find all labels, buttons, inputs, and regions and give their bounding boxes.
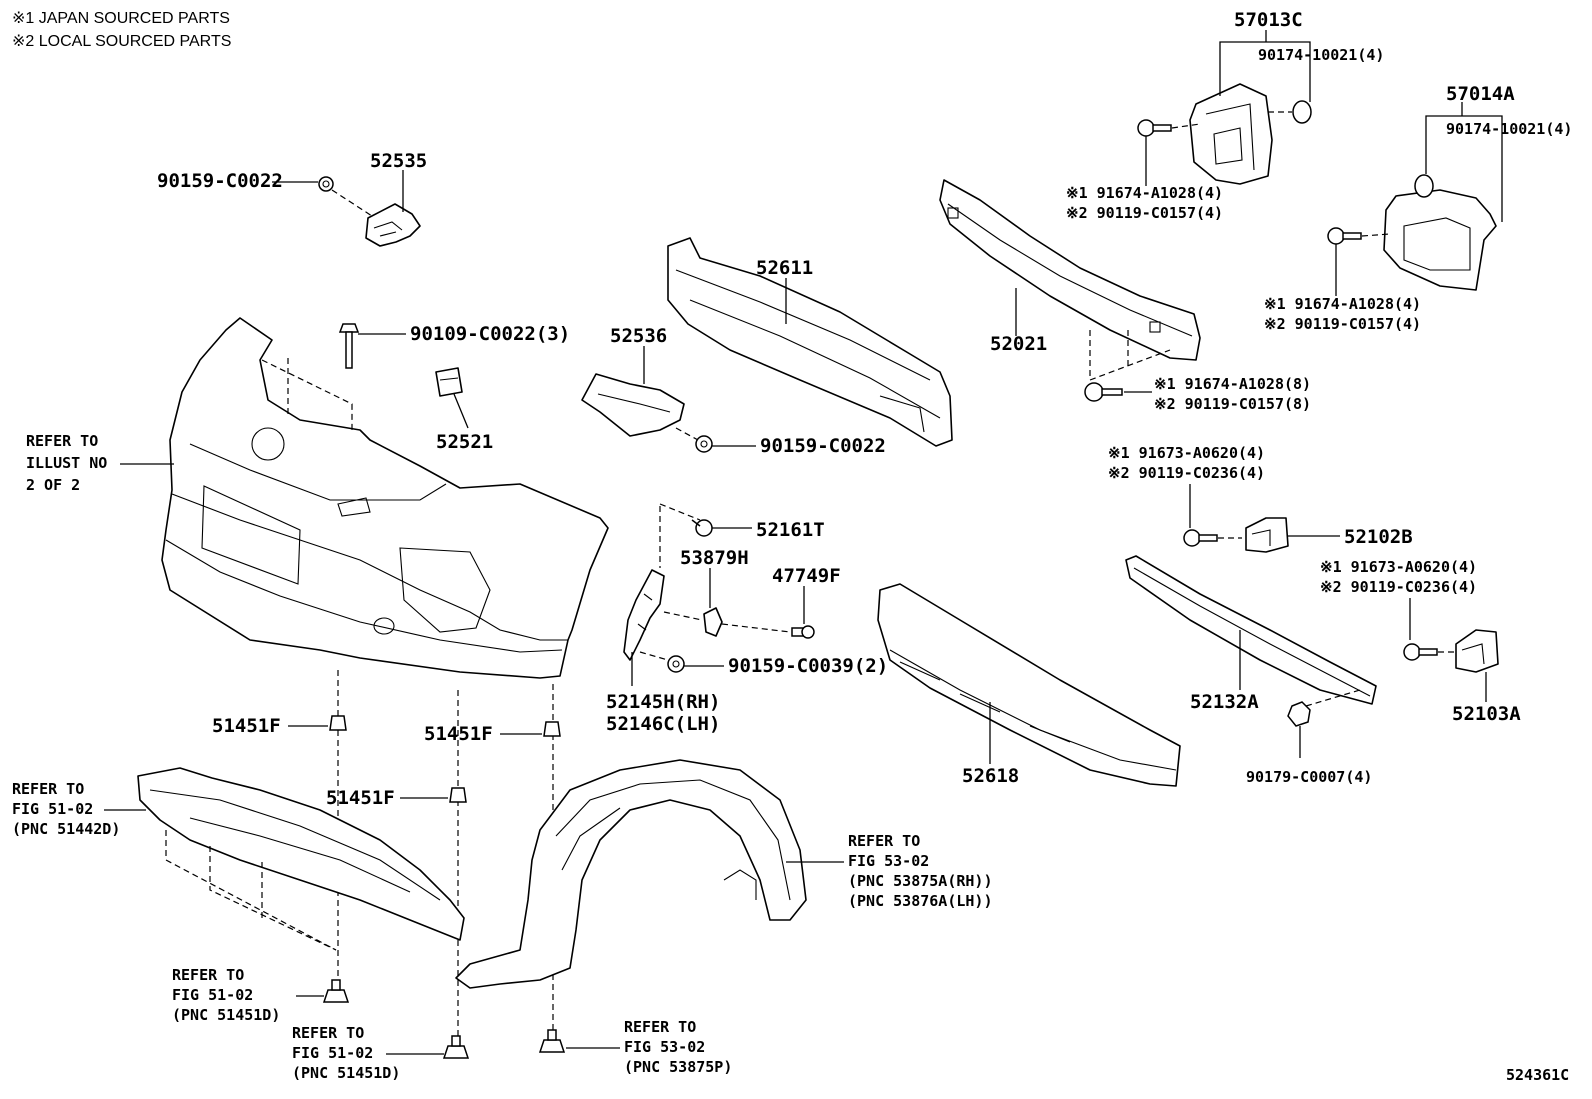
- callout-52521: 52521: [436, 431, 493, 453]
- bolt-52102b-mount[interactable]: [1183, 529, 1218, 547]
- ref-fig5302-a-line2: FIG 53-02: [848, 852, 929, 870]
- part-52145h-bracket[interactable]: [623, 569, 665, 661]
- part-52535-bracket[interactable]: [365, 203, 421, 247]
- ref-fig5102-c-line3: (PNC 51451D): [292, 1064, 400, 1082]
- ref-fig5102-c-line2: FIG 51-02: [292, 1044, 373, 1062]
- nut-90179-c0007[interactable]: [1287, 701, 1311, 727]
- ref-illust-line2: ILLUST NO: [26, 454, 107, 472]
- ref-fig5102-a-line2: FIG 51-02: [12, 800, 93, 818]
- ref-fig5302-a-line4: (PNC 53876A(LH)): [848, 892, 993, 910]
- ref-fig5302-b-line1: REFER TO: [624, 1018, 696, 1036]
- callout-90159-c0022-b: 90159-C0022: [760, 435, 886, 457]
- note-local-sourced: ※2 LOCAL SOURCED PARTS: [12, 33, 231, 50]
- part-57014a-bracket[interactable]: [1383, 189, 1497, 291]
- front-bumper-cover[interactable]: [161, 317, 609, 679]
- screw-52161t[interactable]: [691, 519, 713, 537]
- nut-90159-c0039[interactable]: [667, 655, 685, 673]
- callout-90174-10021-b: 90174-10021(4): [1446, 120, 1572, 138]
- callout-90119-c0157-4a: ※2 90119-C0157(4): [1066, 204, 1223, 222]
- screw-51451d-b[interactable]: [442, 1035, 470, 1059]
- ref-fig5102-c-line1: REFER TO: [292, 1024, 364, 1042]
- nut-90159-c0022-b[interactable]: [695, 435, 713, 453]
- callout-53879h: 53879H: [680, 547, 749, 569]
- ref-fig5302-a-line3: (PNC 53875A(RH)): [848, 872, 993, 890]
- callout-90119-c0236-4b: ※2 90119-C0236(4): [1320, 578, 1477, 596]
- callout-52132a: 52132A: [1190, 691, 1259, 713]
- fender-liner[interactable]: [455, 759, 807, 989]
- screw-47749f[interactable]: [791, 625, 815, 639]
- callout-90174-10021-a: 90174-10021(4): [1258, 46, 1384, 64]
- clip-51451f-a[interactable]: [329, 715, 347, 731]
- callout-52102b: 52102B: [1344, 526, 1413, 548]
- bolt-57013c-mount[interactable]: [1137, 119, 1172, 137]
- callout-91674-a1028-8: ※1 91674-A1028(8): [1154, 375, 1311, 393]
- callout-91674-a1028-4b: ※1 91674-A1028(4): [1264, 295, 1421, 313]
- part-52132a-support[interactable]: [1125, 555, 1377, 705]
- nut-90174-10021-a[interactable]: [1292, 100, 1312, 124]
- note-japan-sourced: ※1 JAPAN SOURCED PARTS: [12, 10, 230, 27]
- callout-52145h-rh: 52145H(RH): [606, 691, 720, 713]
- callout-90119-c0236-4a: ※2 90119-C0236(4): [1108, 464, 1265, 482]
- callout-52618: 52618: [962, 765, 1019, 787]
- callout-52611: 52611: [756, 257, 813, 279]
- ref-fig5302-b-line2: FIG 53-02: [624, 1038, 705, 1056]
- callout-91674-a1028-4a: ※1 91674-A1028(4): [1066, 184, 1223, 202]
- callout-91673-a0620-4a: ※1 91673-A0620(4): [1108, 444, 1265, 462]
- nut-90159-c0022-a[interactable]: [318, 176, 334, 192]
- callout-51451f-c: 51451F: [326, 787, 395, 809]
- callout-47749f: 47749F: [772, 565, 841, 587]
- callout-90119-c0157-8: ※2 90119-C0157(8): [1154, 395, 1311, 413]
- nut-90174-10021-b[interactable]: [1414, 174, 1434, 198]
- part-52618-spoiler[interactable]: [877, 583, 1181, 787]
- clip-51451f-b[interactable]: [543, 721, 561, 737]
- ref-fig5102-b-line1: REFER TO: [172, 966, 244, 984]
- callout-52535: 52535: [370, 150, 427, 172]
- part-52611-absorber[interactable]: [667, 237, 953, 447]
- bolt-52021-mount[interactable]: [1084, 382, 1123, 402]
- callout-90179-c0007: 90179-C0007(4): [1246, 768, 1372, 786]
- screw-51451d-a[interactable]: [322, 979, 350, 1003]
- ref-fig5102-a-line1: REFER TO: [12, 780, 84, 798]
- callout-90159-c0022-a: 90159-C0022: [157, 170, 283, 192]
- callout-91673-a0620-4b: ※1 91673-A0620(4): [1320, 558, 1477, 576]
- ref-illust-line1: REFER TO: [26, 432, 98, 450]
- callout-51451f-b: 51451F: [424, 723, 493, 745]
- callout-52536: 52536: [610, 325, 667, 347]
- ref-fig5102-b-line3: (PNC 51451D): [172, 1006, 280, 1024]
- bolt-52103a-mount[interactable]: [1403, 643, 1438, 661]
- callout-57013c: 57013C: [1234, 9, 1303, 31]
- bolt-57014a-mount[interactable]: [1327, 227, 1362, 245]
- engine-under-cover[interactable]: [137, 767, 465, 941]
- part-52103a-retainer[interactable]: [1455, 629, 1499, 673]
- callout-90109-c0022: 90109-C0022(3): [410, 323, 570, 345]
- screw-90109-c0022[interactable]: [338, 323, 360, 369]
- clip-52521[interactable]: [435, 367, 463, 397]
- part-52102b-retainer[interactable]: [1245, 517, 1289, 553]
- callout-52021: 52021: [990, 333, 1047, 355]
- ref-fig5102-a-line3: (PNC 51442D): [12, 820, 120, 838]
- callout-52103a: 52103A: [1452, 703, 1521, 725]
- callout-52161t: 52161T: [756, 519, 825, 541]
- ref-fig5302-a-line1: REFER TO: [848, 832, 920, 850]
- part-52536-bracket[interactable]: [581, 373, 685, 437]
- callout-51451f-a: 51451F: [212, 715, 281, 737]
- callout-90159-c0039: 90159-C0039(2): [728, 655, 888, 677]
- part-57013c-bracket[interactable]: [1189, 83, 1273, 185]
- callout-52146c-lh: 52146C(LH): [606, 713, 720, 735]
- screw-53875p[interactable]: [538, 1029, 566, 1053]
- clip-51451f-c[interactable]: [449, 787, 467, 803]
- part-52021-reinforcement[interactable]: [939, 179, 1201, 361]
- ref-fig5302-b-line3: (PNC 53875P): [624, 1058, 732, 1076]
- ref-illust-line3: 2 OF 2: [26, 476, 80, 494]
- callout-90119-c0157-4b: ※2 90119-C0157(4): [1264, 315, 1421, 333]
- callout-57014a: 57014A: [1446, 83, 1515, 105]
- ref-fig5102-b-line2: FIG 51-02: [172, 986, 253, 1004]
- diagram-id: 524361C: [1506, 1066, 1569, 1084]
- clip-53879h[interactable]: [703, 607, 723, 637]
